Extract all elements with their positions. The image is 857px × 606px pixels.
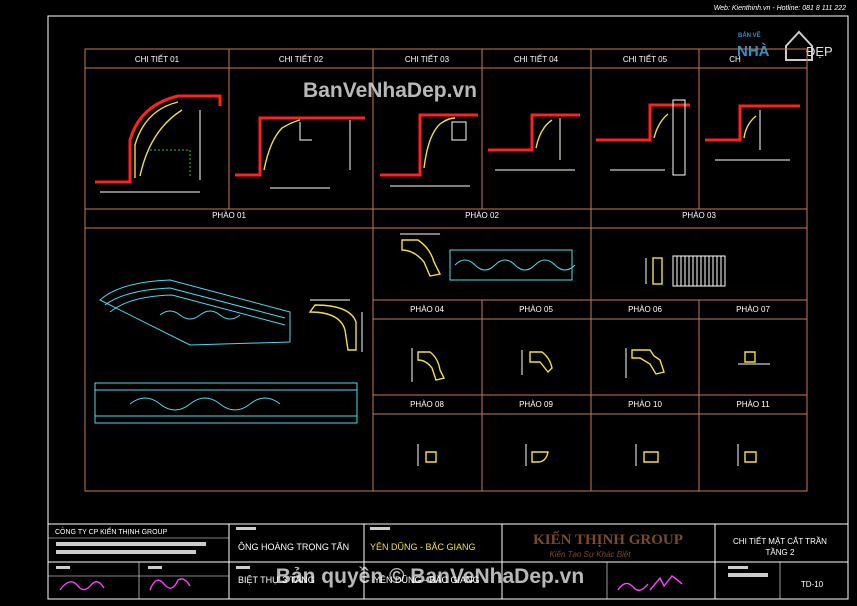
- phao-04-drawing: [411, 348, 446, 382]
- signature-1: [59, 581, 105, 591]
- phao-title-10: PHÀO 10: [628, 400, 662, 409]
- phao-11-drawing: [737, 444, 757, 466]
- phao-title-03: PHÀO 03: [682, 211, 716, 220]
- phao-03-drawing: [645, 255, 726, 287]
- signature-4: [649, 575, 683, 591]
- owner-short: BIỆT THỰ 3 TẦNG: [238, 575, 315, 585]
- phao-title-11: PHÀO 11: [736, 400, 770, 409]
- sheet-title-2: TẦNG 2: [766, 547, 795, 557]
- title-block: CÔNG TY CP KIẾN THỊNH GROUP ÔNG HOÀNG TR…: [47, 523, 849, 600]
- signature-2: [149, 578, 191, 591]
- phao-01-drawing: [94, 279, 363, 424]
- phao-10-drawing: [635, 444, 659, 466]
- location-short: YÊN DŨNG - BẮC GIANG: [374, 575, 480, 585]
- watermark-bottom: Bản quyền © BanVeNhaDep.vn: [276, 565, 584, 588]
- phao-07-drawing: [738, 351, 770, 365]
- drawing-frame: [84, 48, 808, 492]
- brand-name: KIẾN THỊNH GROUP: [533, 531, 683, 548]
- phao-title-05: PHÀO 05: [519, 305, 553, 314]
- company-name: CÔNG TY CP KIẾN THỊNH GROUP: [55, 526, 168, 536]
- detail-drawing-02: [235, 116, 365, 189]
- signature-3: [617, 582, 649, 591]
- detail-title-04: CHI TIẾT 04: [514, 54, 559, 64]
- detail-drawing-03: [380, 113, 478, 187]
- project-location: YÊN DŨNG - BẮC GIANG: [370, 542, 476, 552]
- svg-text:BẢN VẼ: BẢN VẼ: [738, 32, 761, 39]
- detail-title-05: CHI TIẾT 05: [623, 54, 668, 64]
- phao-title-09: PHÀO 09: [519, 400, 553, 409]
- phao-title-08: PHÀO 08: [410, 400, 444, 409]
- sheet-title-1: CHI TIẾT MẶT CẮT TRẦN: [733, 536, 827, 546]
- detail-title-02: CHI TIẾT 02: [279, 54, 324, 64]
- detail-title-06: CH: [729, 55, 741, 64]
- detail-drawing-05: [596, 99, 690, 176]
- phao-title-07: PHÀO 07: [736, 305, 770, 314]
- phao-05-drawing: [521, 350, 553, 375]
- detail-title-03: CHI TIẾT 03: [405, 54, 450, 64]
- detail-title-01: CHI TIẾT 01: [135, 54, 180, 64]
- svg-text:ĐẸP: ĐẸP: [806, 44, 833, 59]
- website-text: Web: Kienthinh.vn - Hotline: 081 8 111 2…: [714, 5, 846, 12]
- phao-title-02: PHÀO 02: [465, 211, 499, 220]
- phao-title-06: PHÀO 06: [628, 305, 662, 314]
- sheet-code: TD-10: [801, 580, 824, 589]
- phao-09-drawing: [525, 444, 549, 466]
- svg-text:NHÀ: NHÀ: [737, 43, 770, 60]
- phao-02-drawing: [400, 233, 576, 281]
- phao-06-drawing: [625, 348, 665, 378]
- brand-logo: BẢN VẼ NHÀ ĐẸP: [733, 27, 833, 65]
- phao-title-01: PHÀO 01: [212, 211, 246, 220]
- detail-drawing-01: [95, 94, 222, 193]
- watermark-center: BanVeNhaDep.vn: [303, 79, 477, 102]
- house-icon: [785, 30, 813, 61]
- outer-border: [47, 15, 849, 600]
- owner-name: ÔNG HOÀNG TRỌNG TẤN: [238, 542, 349, 552]
- detail-drawing-06: [705, 104, 800, 161]
- brand-slogan: Kiến Tạo Sự Khác Biệt: [549, 550, 631, 559]
- phao-08-drawing: [417, 444, 437, 466]
- detail-drawing-04: [488, 113, 580, 171]
- phao-title-04: PHÀO 04: [410, 305, 444, 314]
